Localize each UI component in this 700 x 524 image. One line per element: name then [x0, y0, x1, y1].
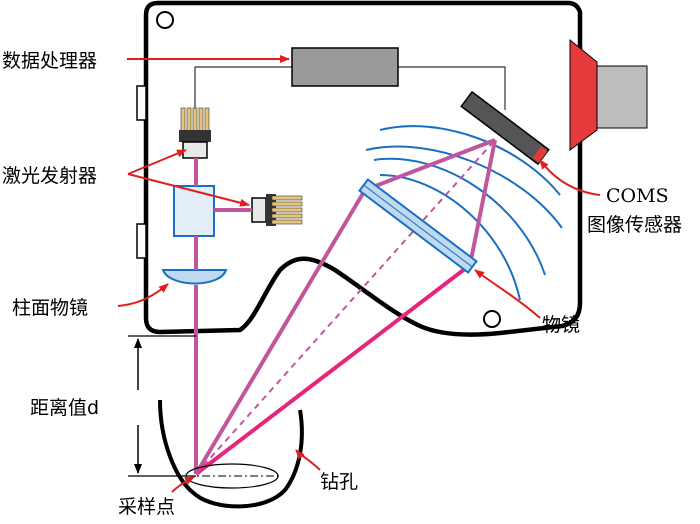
sampling-ellipse — [185, 463, 279, 489]
wire-laser-to-processor — [194, 66, 292, 108]
label-laser-emitter: 激光发射器 — [2, 165, 97, 187]
label-sensor-line2: 图像传感器 — [587, 214, 682, 236]
beam-sample-to-lens-top — [194, 188, 367, 476]
cylindrical-lens — [161, 269, 228, 285]
beam-lens-top-to-sensor — [364, 138, 496, 192]
cmos-sensor — [460, 90, 550, 166]
callout-borehole — [295, 449, 321, 471]
label-sensor-line1: COMS — [606, 185, 669, 207]
callout-cmos-sensor — [539, 159, 601, 196]
label-objective-lens: 物镜 — [542, 314, 580, 336]
wire-processor-to-sensor — [398, 66, 506, 110]
label-sampling-point: 采样点 — [118, 496, 175, 518]
callout-objective-lens — [474, 269, 541, 319]
data-processor-block — [291, 47, 399, 87]
label-data-processor: 数据处理器 — [2, 50, 97, 72]
objective-lens — [358, 178, 478, 274]
side-connector-block — [596, 65, 648, 129]
callout-cylindrical-lens — [117, 283, 169, 307]
label-borehole: 钻孔 — [320, 471, 358, 493]
callout-laser-emitter-1 — [127, 149, 187, 175]
mounting-hole-top — [156, 11, 174, 29]
beam-lens-bottom-to-sensor — [468, 139, 497, 266]
callout-sampling-point — [171, 476, 195, 493]
beam-center-dashed — [195, 139, 496, 475]
callout-laser-emitter-2 — [127, 173, 250, 207]
mounting-hole-bottom — [483, 310, 501, 328]
side-tab-upper — [136, 85, 147, 121]
side-connector-red-plate — [569, 38, 598, 151]
label-cylindrical-lens: 柱面物镜 — [12, 297, 88, 319]
beam-sample-to-lens-bottom — [194, 263, 472, 476]
laser-emitter-horizontal — [251, 194, 303, 226]
label-distance: 距离值d — [30, 397, 99, 419]
side-tab-lower — [136, 223, 147, 259]
